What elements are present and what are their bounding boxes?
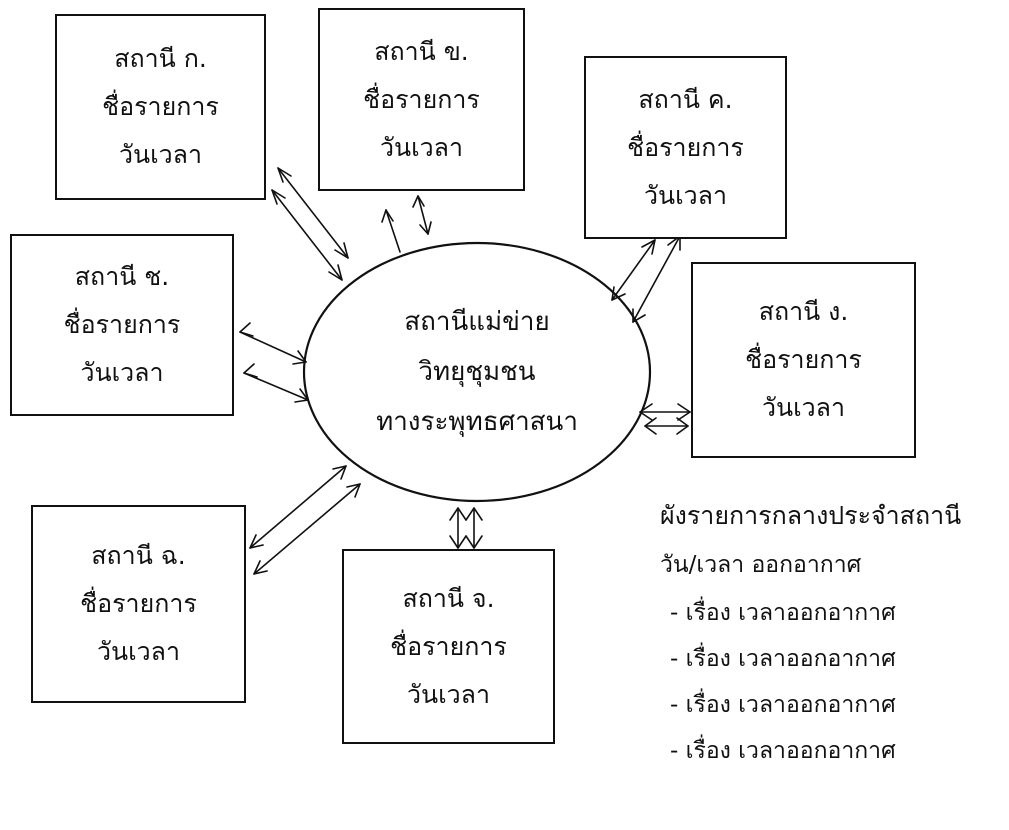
station-program: ชื่อรายการ [63,310,181,339]
connector-c [611,235,681,323]
connector-d [639,403,691,435]
station-box-b: สถานี ข. ชื่อรายการ วันเวลา [318,8,525,191]
station-name: สถานี ช. [74,262,170,291]
station-datetime: วันเวลา [96,637,181,666]
station-name: สถานี ง. [758,297,849,326]
station-program: ชื่อรายการ [102,92,219,121]
station-box-g: สถานี ช. ชื่อรายการ วันเวลา [10,234,234,416]
station-name: สถานี ค. [638,84,733,114]
hub-line-1: สถานีแม่ข่าย [404,307,550,337]
legend-subtitle: วัน/เวลา ออกอากาศ [660,552,862,578]
hub-ellipse [302,241,652,503]
station-datetime: วันเวลา [118,140,203,169]
station-program: ชื่อรายการ [627,132,744,162]
station-datetime: วันเวลา [379,132,464,162]
connector-e [449,507,483,549]
station-box-c: สถานี ค. ชื่อรายการ วันเวลา [584,56,787,239]
station-box-e: สถานี จ. ชื่อรายการ วันเวลา [342,549,555,744]
schedule-legend: ผังรายการกลางประจำสถานี วัน/เวลา ออกอากา… [660,498,961,780]
legend-item: - เรื่อง เวลาออกอากาศ [670,600,896,626]
legend-item: - เรื่อง เวลาออกอากาศ [670,692,896,718]
station-datetime: วันเวลา [643,180,728,210]
legend-title: ผังรายการกลางประจำสถานี [660,501,962,530]
station-name: สถานี จ. [402,583,495,613]
station-name: สถานี ก. [114,44,207,73]
station-program: ชื่อรายการ [80,589,197,618]
legend-item: - เรื่อง เวลาออกอากาศ [670,646,896,672]
connector-b [381,195,432,253]
connector-g [239,322,309,403]
station-box-a: สถานี ก. ชื่อรายการ วันเวลา [55,14,266,200]
station-name: สถานี ฉ. [91,541,186,570]
legend-item: - เรื่อง เวลาออกอากาศ [670,738,896,764]
station-datetime: วันเวลา [80,358,164,387]
station-datetime: วันเวลา [406,679,491,709]
station-program: ชื่อรายการ [363,84,480,114]
station-datetime: วันเวลา [761,393,846,422]
station-program: ชื่อรายการ [745,345,862,374]
hub-line-2: วิทยุชุมชน [418,357,536,387]
station-name: สถานี ข. [374,36,469,66]
station-box-f: สถานี ฉ. ชื่อรายการ วันเวลา [31,505,246,703]
connector-f [249,465,361,575]
station-box-d: สถานี ง. ชื่อรายการ วันเวลา [691,262,916,458]
hub-station: สถานีแม่ข่าย วิทยุชุมชน ทางระพุทธศาสนา [304,243,650,501]
hub-line-3: ทางระพุทธศาสนา [376,407,578,437]
connector-a [271,167,349,281]
station-program: ชื่อรายการ [390,631,507,661]
